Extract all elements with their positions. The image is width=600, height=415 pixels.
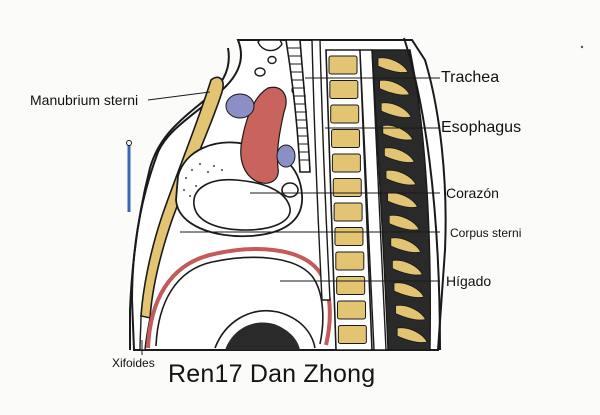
spine-column-outline: [325, 49, 373, 351]
spinous-process: [392, 259, 423, 276]
label-higado: Hígado: [446, 273, 492, 289]
spinous-process: [379, 79, 411, 96]
spinous-process: [382, 124, 414, 141]
leader-lines: [141, 77, 440, 355]
vertebral-body: [333, 202, 363, 222]
spinous-process: [387, 192, 419, 208]
spinous-processes: [377, 57, 428, 343]
label-esophagus: Esophagus: [441, 119, 522, 136]
spinous-process: [388, 214, 420, 231]
vertebral-body: [337, 325, 367, 344]
heart-inner: [193, 179, 291, 231]
spinous-process: [385, 169, 417, 186]
vertebral-body: [335, 251, 365, 271]
vertebral-body: [330, 104, 360, 124]
stomach-shadow: [225, 322, 300, 350]
vertebral-body: [331, 129, 361, 148]
label-trachea: Trachea: [441, 69, 500, 86]
dot-mark: [580, 45, 584, 49]
trachea-tube: [285, 39, 311, 173]
small-vessel-4: [281, 182, 299, 198]
vertebral-body: [334, 227, 364, 246]
pulmonary-vessel: [276, 144, 296, 168]
vertebral-body: [332, 178, 362, 197]
spinous-process: [390, 237, 422, 253]
spinous-process: [377, 57, 409, 73]
spinous-process: [384, 147, 415, 163]
vertebral-body: [337, 300, 366, 320]
vertebral-body: [329, 80, 359, 99]
label-xifoides: Xifoides: [112, 356, 155, 370]
spinous-process: [380, 102, 412, 118]
label-corpus-sterni: Corpus sterni: [450, 226, 522, 240]
spinal-cord: [359, 49, 387, 351]
brachiocephalic-vein: [225, 93, 255, 119]
diaphragm-inner-line: [155, 256, 324, 347]
trachea-rings: [287, 47, 310, 161]
spinous-process: [395, 304, 427, 321]
needle-handle: [126, 140, 132, 146]
sternum-bone: [140, 76, 224, 319]
esophagus-tube: [311, 39, 331, 301]
vertebral-body: [331, 153, 361, 173]
vertebral-body: [336, 276, 366, 295]
spinous-process: [396, 327, 428, 343]
vertebral-body: [328, 55, 358, 75]
label-corazon: Corazón: [446, 185, 499, 201]
spinous-process: [393, 282, 425, 298]
pericardial-fat-dots: [183, 163, 223, 197]
label-manubrium-sterni: Manubrium sterni: [30, 92, 139, 108]
caption-title: Ren17 Dan Zhong: [168, 360, 376, 388]
small-vessel-2: [267, 55, 277, 65]
back-skin-line: [403, 37, 441, 351]
small-vessel-1: [254, 67, 266, 77]
larynx: [257, 39, 283, 52]
